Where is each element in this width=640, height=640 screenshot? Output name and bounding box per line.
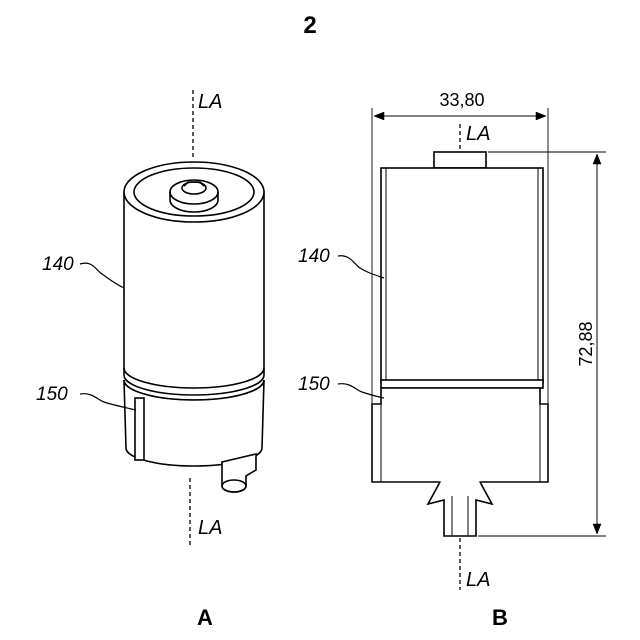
view-a-axis-label-top: LA bbox=[198, 91, 222, 113]
view-a-side-tab bbox=[135, 398, 144, 460]
view-b-lower-body bbox=[372, 388, 548, 496]
view-b-band bbox=[381, 380, 543, 388]
view-a-axis-label-bottom: LA bbox=[198, 517, 222, 539]
view-b-reference-140: 140 bbox=[298, 246, 330, 267]
view-a-reference-140: 140 bbox=[42, 254, 74, 275]
view-b-reference-150: 150 bbox=[298, 374, 330, 395]
view-a-reference-150: 150 bbox=[36, 384, 68, 405]
view-b-label: B bbox=[492, 605, 508, 630]
figure-number: 2 bbox=[303, 12, 316, 39]
view-b-width-value: 33,80 bbox=[439, 90, 484, 110]
view-b-top-knob bbox=[434, 152, 486, 168]
view-b-axis-label-bottom: LA bbox=[466, 569, 490, 591]
view-a-drawing bbox=[80, 90, 264, 545]
view-a-leader-140 bbox=[80, 263, 124, 288]
view-b-leader-140 bbox=[338, 256, 384, 278]
view-b-height-arrow-top bbox=[593, 154, 601, 164]
view-b-leader-150 bbox=[338, 384, 384, 398]
view-b-height-arrow-bottom bbox=[593, 524, 601, 534]
view-b-width-arrow-left bbox=[374, 112, 384, 120]
view-b-nozzle bbox=[428, 482, 492, 536]
view-b-axis-label-top: LA bbox=[466, 123, 490, 145]
view-a-boss-outer bbox=[170, 180, 218, 204]
view-b-drawing bbox=[338, 108, 606, 590]
view-b-upper-body bbox=[381, 168, 543, 383]
view-b-width-arrow-right bbox=[536, 112, 546, 120]
view-a-label: A bbox=[197, 605, 213, 630]
view-b-height-value: 72,88 bbox=[576, 321, 596, 366]
